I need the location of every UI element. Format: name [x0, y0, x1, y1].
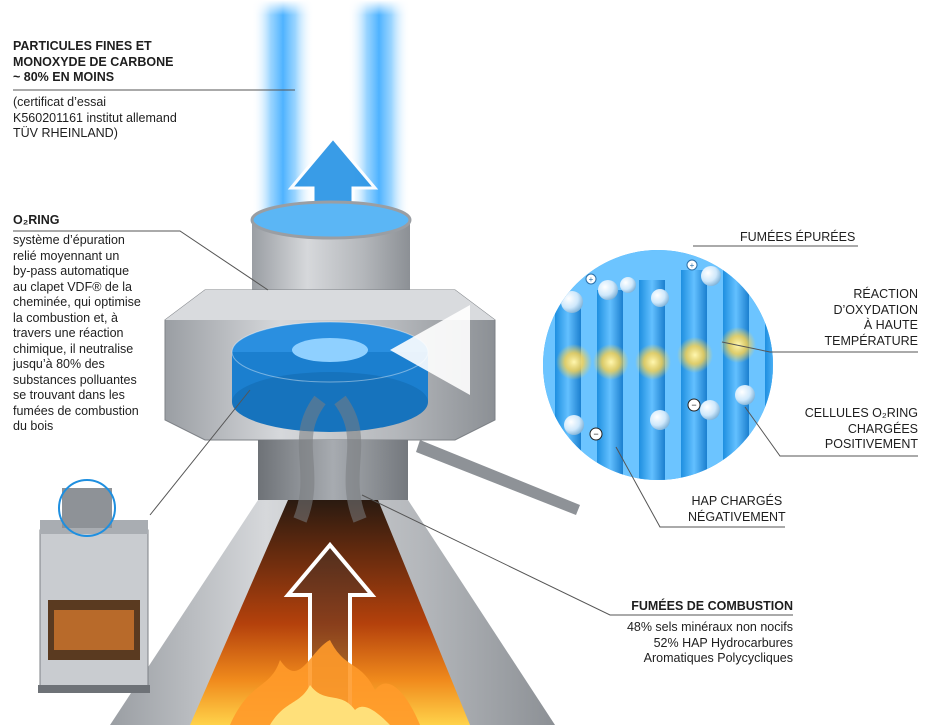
particles-title: PARTICULES FINES ET MONOXYDE DE CARBONE …: [13, 39, 173, 86]
cells-line: POSITIVEMENT: [824, 437, 918, 451]
particles-note-line: TÜV RHEINLAND): [13, 126, 118, 140]
o2ring-line: travers une réaction: [13, 326, 124, 340]
combustion-line: 52% HAP Hydrocarbures: [653, 635, 793, 650]
cells-label: CELLULES O₂RING CHARGÉES POSITIVEMENT: [805, 406, 918, 453]
plus-ion-icon: + +: [585, 259, 698, 285]
magnified-view: + + − −: [539, 246, 777, 484]
cells-line: CHARGÉES: [847, 421, 918, 436]
particles-note: (certificat d’essai K560201161 institut …: [13, 95, 177, 142]
particles-title-line: ~ 80% EN MOINS: [13, 70, 115, 84]
svg-text:−: −: [691, 400, 696, 410]
o2ring-line: by-pass automatique: [13, 264, 130, 278]
o2ring-line: cheminée, qui optimise: [13, 295, 141, 309]
o2ring-line: fumées de combustion: [13, 403, 139, 418]
combustion-title: FUMÉES DE COMBUSTION: [631, 599, 793, 613]
stove-thumbnail: [38, 479, 150, 693]
o2ring-line: jusqu’à 80% des: [13, 357, 105, 371]
svg-text:+: +: [690, 261, 695, 270]
svg-text:+: +: [589, 275, 594, 284]
o2ring-line: relié moyennant un: [13, 248, 120, 263]
o2ring-line: système d’épuration: [13, 233, 125, 247]
o2ring-cells: [231, 305, 470, 432]
fire-icon: [230, 640, 420, 725]
particles-note-line: K560201161 institut allemand: [13, 110, 177, 125]
particles-title-line: MONOXYDE DE CARBONE: [13, 54, 174, 69]
particles-note-line: (certificat d’essai: [13, 95, 107, 109]
oxidation-line: TEMPÉRATURE: [824, 333, 918, 348]
cells-line: CELLULES O₂RING: [804, 406, 918, 420]
leader-lines: [13, 89, 918, 616]
hap-label: HAP CHARGÉS NÉGATIVEMENT: [688, 494, 786, 525]
hap-line: NÉGATIVEMENT: [688, 509, 786, 524]
oxidation-line: À HAUTE: [863, 318, 918, 332]
purified-air-beams: [250, 0, 415, 245]
smoke-icon: [293, 395, 367, 523]
o2ring-description: système d’épuration relié moyennant un b…: [13, 233, 141, 435]
o2ring-line: la combustion et, à: [13, 310, 118, 325]
minus-ion-icon: − −: [589, 398, 701, 441]
o2ring-line: substances polluantes: [13, 372, 137, 387]
combustion-details: 48% sels minéraux non nocifs 52% HAP Hyd…: [627, 620, 793, 667]
oxidation-line: RÉACTION: [853, 287, 918, 301]
combustion-line: 48% sels minéraux non nocifs: [626, 620, 793, 634]
particles-title-line: PARTICULES FINES ET: [13, 39, 152, 53]
o2ring-title: O₂RING: [13, 213, 60, 227]
oxidation-label: RÉACTION D’OXYDATION À HAUTE TEMPÉRATURE: [824, 287, 918, 349]
o2ring-line: chimique, il neutralise: [13, 341, 134, 356]
o2ring-line: du bois: [13, 419, 54, 433]
combustion-line: Aromatiques Polycycliques: [643, 651, 793, 665]
fumes-purified-label: FUMÉES ÉPURÉES: [740, 230, 856, 244]
oxidation-line: D’OXYDATION: [833, 302, 919, 317]
combustion-arrow-icon: [283, 541, 377, 725]
o2ring-line: au clapet VDF® de la: [13, 279, 132, 294]
svg-text:−: −: [593, 429, 598, 439]
hap-line: HAP CHARGÉS: [691, 494, 783, 508]
o2ring-line: se trouvant dans les: [13, 388, 125, 402]
